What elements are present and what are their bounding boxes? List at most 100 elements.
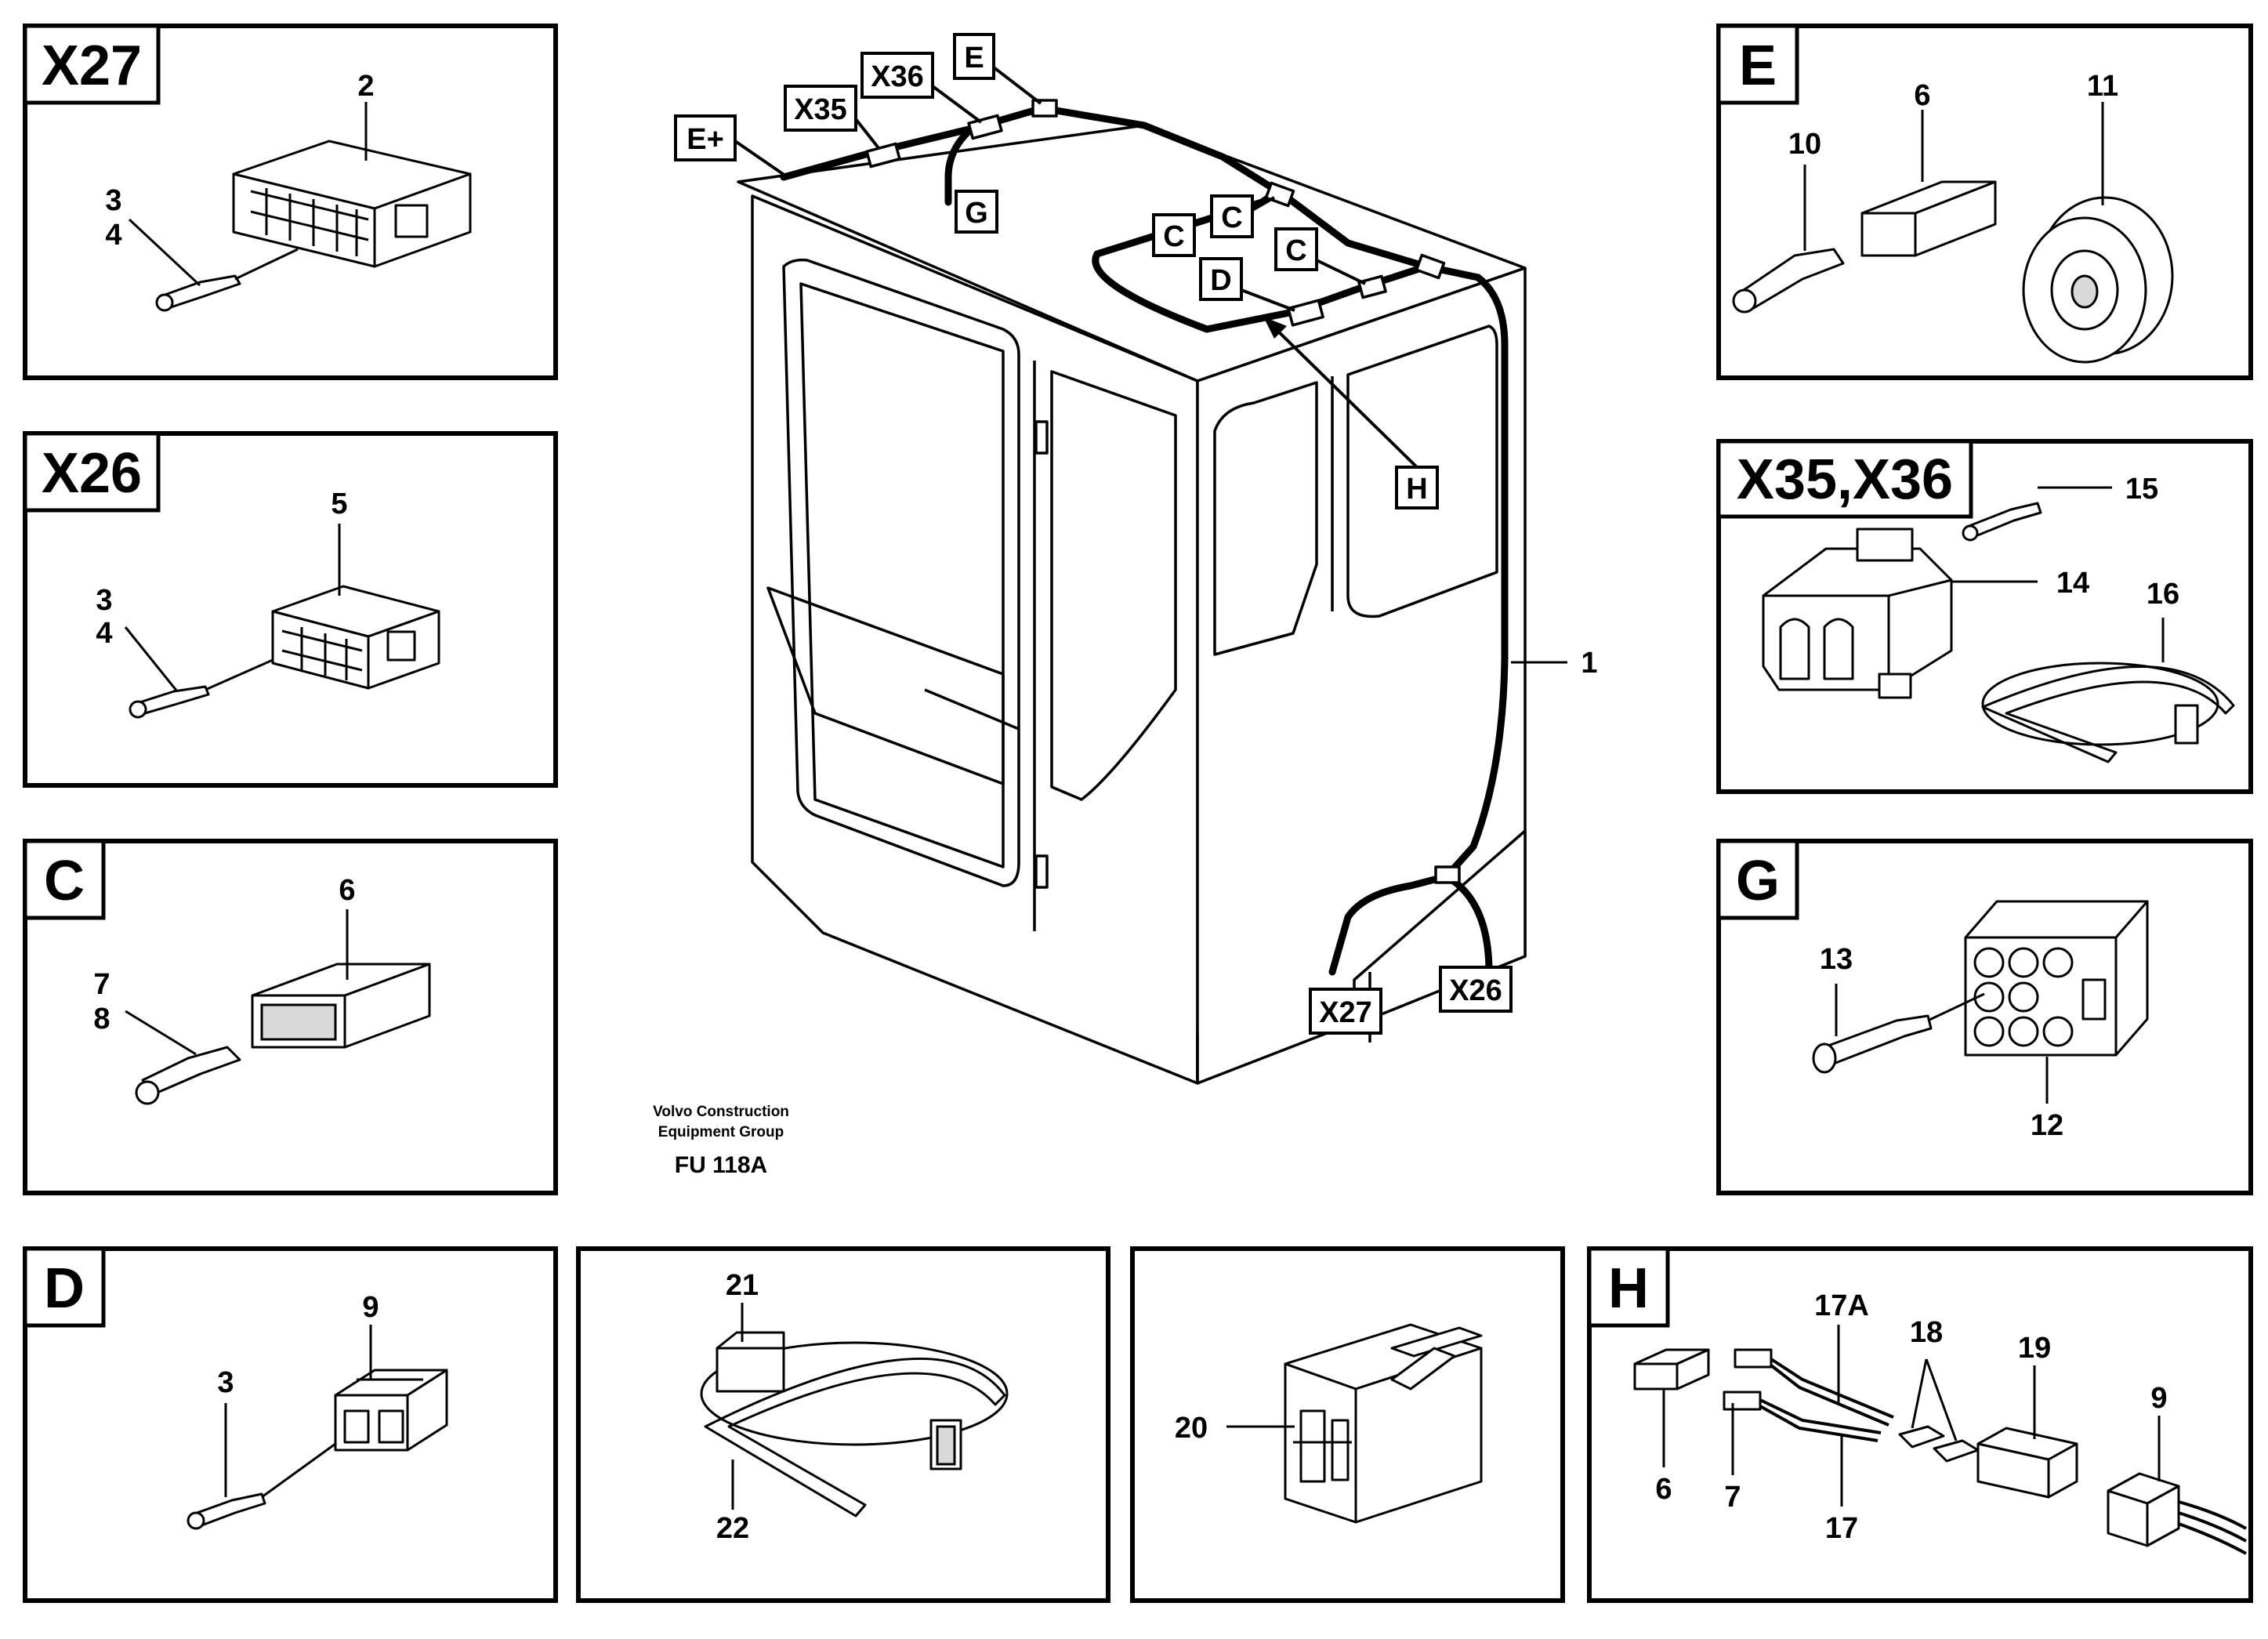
part-number: 3 xyxy=(217,1366,234,1399)
panel-tag-h: H xyxy=(1608,1257,1649,1320)
terminal-pin-3-4 xyxy=(129,658,274,719)
part-number: 4 xyxy=(96,617,112,650)
svg-text:X26: X26 xyxy=(1449,974,1502,1007)
tie-mount-21 xyxy=(716,1331,785,1393)
panel-tag-x26: X26 xyxy=(42,442,142,505)
footer-line-1: Volvo Construction xyxy=(653,1104,789,1120)
panel-c: C 6 7 8 xyxy=(23,839,558,1195)
cab-door-window xyxy=(1050,370,1177,801)
connector-housing-19 xyxy=(1976,1427,2078,1499)
panel-tag-x35-x36: X35,X36 xyxy=(1737,448,1953,511)
svg-text:X35: X35 xyxy=(794,93,847,126)
cab-callout-e: E xyxy=(953,33,1042,105)
cab-callout-x27: X27 xyxy=(1309,988,1382,1035)
part-number: 7 xyxy=(93,968,110,1001)
terminal-pin-3 xyxy=(187,1442,336,1530)
part-number: 1 xyxy=(1581,647,1597,680)
svg-text:E+: E+ xyxy=(687,123,724,156)
part-number: 11 xyxy=(2087,70,2118,103)
part-number: 6 xyxy=(339,874,355,907)
terminal-7-8 xyxy=(135,1046,241,1105)
panel-x27: X27 2 3 4 xyxy=(23,24,558,380)
cab-callout-h: H xyxy=(1263,317,1439,509)
part-number: 17 xyxy=(1825,1512,1858,1545)
panel-h: H 6 7 17A 17 18 xyxy=(1587,1246,2253,1603)
cab-callout-d: D xyxy=(1199,257,1295,312)
part-number: 10 xyxy=(1788,128,1821,161)
footer-credit: Volvo Construction Equipment Group FU 11… xyxy=(653,1104,789,1178)
part-number: 16 xyxy=(2147,578,2179,611)
part-number: 6 xyxy=(1914,79,1930,112)
panel-x26: X26 5 3 4 xyxy=(23,431,558,788)
part-number: 9 xyxy=(362,1291,379,1324)
cab-callout-c: C xyxy=(1274,227,1366,285)
cab-side-window-front xyxy=(1213,381,1318,656)
part-number: 2 xyxy=(357,70,374,103)
svg-text:C: C xyxy=(1163,220,1184,253)
insulating-sleeve-6 xyxy=(1633,1348,1710,1391)
terminal-10 xyxy=(1732,248,1845,314)
part-number: 17A xyxy=(1814,1289,1869,1322)
cab-callout-e-plus: E+ xyxy=(674,114,787,177)
part-number: 4 xyxy=(105,219,121,252)
panel-d: D 9 3 xyxy=(23,1246,558,1603)
svg-text:D: D xyxy=(1210,264,1231,297)
cab-callout-x35: X35 xyxy=(784,85,881,150)
svg-text:C: C xyxy=(1221,201,1242,234)
part-number: 8 xyxy=(93,1003,110,1035)
part-number: 5 xyxy=(331,488,347,520)
panel-cable-ties: 21 22 xyxy=(576,1246,1110,1603)
connector-housing-2 xyxy=(232,140,472,268)
cab-callout-c: C xyxy=(1152,213,1196,257)
part-number: 6 xyxy=(1655,1473,1672,1506)
svg-text:G: G xyxy=(965,197,988,230)
terminal-pins-18 xyxy=(1898,1425,1980,1463)
cab-callout-c: C xyxy=(1210,194,1275,238)
svg-text:E: E xyxy=(964,42,984,74)
part-number: 18 xyxy=(1910,1316,1943,1349)
panel-tag-c: C xyxy=(44,850,85,912)
footer-line-2: Equipment Group xyxy=(658,1124,784,1140)
part-number: 14 xyxy=(2056,567,2089,600)
cab-front-window xyxy=(782,258,1020,887)
panel-tag-e: E xyxy=(1739,34,1777,97)
cab-callout-x26: X26 xyxy=(1439,966,1513,1013)
part-number: 22 xyxy=(716,1512,749,1545)
part-number: 3 xyxy=(105,184,121,217)
connector-housing-9 xyxy=(334,1369,448,1452)
footer-code: FU 118A xyxy=(675,1152,767,1178)
cable-tie-22 xyxy=(700,1341,1009,1518)
part-number: 7 xyxy=(1724,1481,1741,1514)
part-number: 13 xyxy=(1820,943,1853,976)
panel-connector-20: 20 xyxy=(1130,1246,1565,1603)
svg-text:X27: X27 xyxy=(1319,996,1372,1029)
cab-callout-g: G xyxy=(955,190,998,234)
svg-text:H: H xyxy=(1406,473,1427,506)
part-number: 15 xyxy=(2125,473,2158,506)
svg-text:X36: X36 xyxy=(871,60,924,93)
part-number: 3 xyxy=(96,584,112,617)
grommet-11 xyxy=(2022,196,2174,364)
panel-g: G 13 12 xyxy=(1716,839,2253,1195)
terminal-pin-3-4 xyxy=(155,248,299,312)
terminal-pin-13 xyxy=(1812,1014,1933,1074)
part-number: 21 xyxy=(726,1269,759,1302)
connector-20 xyxy=(1284,1323,1483,1524)
part-number: 19 xyxy=(2018,1332,2051,1365)
connector-housing-12 xyxy=(1927,900,2149,1057)
cable-tie-16 xyxy=(1981,662,2235,763)
svg-text:C: C xyxy=(1285,234,1306,267)
connector-housing-5 xyxy=(271,585,440,690)
cab-callout-x36: X36 xyxy=(860,52,983,124)
panel-x35-x36: X35,X36 15 14 16 xyxy=(1716,439,2253,794)
part-number: 12 xyxy=(2031,1109,2063,1142)
panel-e: E 10 6 11 xyxy=(1716,24,2253,380)
part-number: 9 xyxy=(2150,1382,2167,1415)
connector-assembly-9 xyxy=(2107,1472,2247,1555)
harness-connector xyxy=(865,99,1461,884)
terminal-pin-15 xyxy=(1962,502,2042,542)
panel-tag-x27: X27 xyxy=(42,34,142,97)
insulating-sleeve-6 xyxy=(1860,180,1997,257)
cab-side-window-rear xyxy=(1346,325,1498,618)
